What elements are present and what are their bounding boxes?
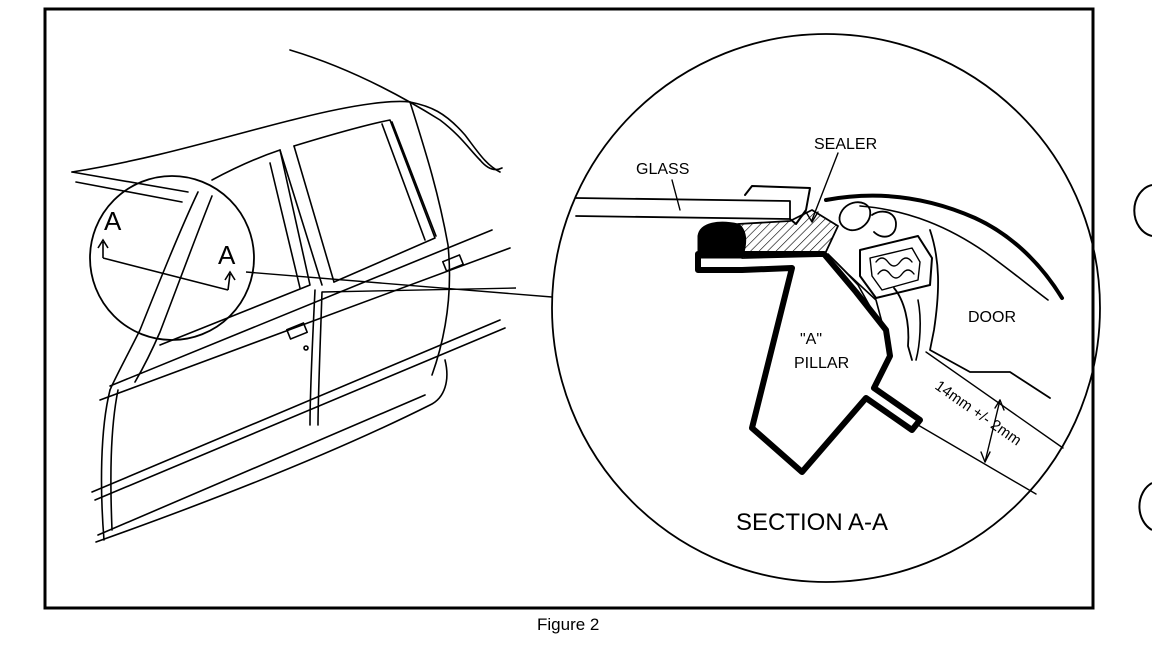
door-flange	[915, 299, 921, 361]
weatherstrip-body	[859, 235, 933, 299]
sealer-bead	[737, 209, 839, 259]
windshield-line-outer	[71, 171, 189, 193]
dimension-extension-lower	[917, 424, 1037, 495]
dimension-arrow-bottom	[980, 451, 991, 463]
roof-skin-inner	[859, 205, 1049, 301]
dimension-line	[984, 399, 1001, 463]
glass-leader	[671, 179, 681, 211]
dimension-arrow-top	[994, 399, 1005, 411]
dimension-extension-upper	[925, 351, 1064, 449]
rear-door-handle	[441, 254, 465, 272]
section-title: SECTION A-A	[736, 509, 888, 536]
roof-skin-outer	[824, 193, 1064, 300]
door-label: DOOR	[968, 309, 1016, 326]
side-mirror	[479, 159, 503, 171]
section-marker-right-arrow	[224, 270, 236, 291]
belt-line-upper	[109, 229, 493, 387]
b-pillar-right	[293, 145, 335, 283]
sealer-label: SEALER	[814, 136, 877, 153]
b-pillar-left	[279, 149, 323, 286]
edge-circle-top	[1133, 184, 1152, 237]
body-side-crease-2	[94, 327, 506, 501]
figure-caption: Figure 2	[537, 615, 599, 634]
weatherstrip-bulb-2	[871, 210, 897, 238]
figure-frame	[43, 7, 1095, 610]
rear-window-inner	[381, 123, 426, 241]
car-roof-top-line	[289, 49, 481, 161]
section-marker-left: A	[97, 206, 122, 258]
weatherstrip-bulb	[838, 201, 872, 232]
pillar-label-line2: PILLAR	[794, 355, 849, 372]
leader-line-top	[245, 271, 553, 298]
glass-pane	[575, 197, 791, 220]
car-roof-line	[71, 100, 501, 173]
magnifier-circle-small	[89, 175, 255, 341]
section-marker-right: A	[218, 240, 236, 291]
section-marker-right-label: A	[218, 240, 236, 270]
rocker-line-2	[97, 394, 426, 536]
front-door-handle	[285, 322, 309, 340]
rocker-line	[95, 359, 448, 543]
front-door-lock	[303, 345, 309, 351]
car-side-view	[71, 49, 511, 543]
rear-window-inner-2	[391, 121, 437, 237]
pillar-label-line1: "A"	[800, 331, 822, 348]
section-line	[102, 257, 229, 291]
section-marker-left-label: A	[104, 206, 122, 236]
front-window-frame-inner	[269, 162, 301, 289]
front-fender-2	[110, 389, 119, 531]
magnifier-circle-large	[551, 33, 1101, 583]
door-seam-2	[317, 291, 323, 426]
door-seam	[309, 289, 316, 426]
sealer-leader	[811, 152, 839, 221]
front-fender	[100, 389, 111, 541]
weatherstrip-core	[869, 247, 921, 291]
a-pillar-outer	[109, 191, 199, 391]
door-outer-panel	[929, 229, 1051, 399]
pillar-reinforcement-2	[835, 261, 873, 311]
edge-circle-bottom	[1138, 482, 1152, 531]
a-pillar-profile	[695, 251, 923, 475]
leader-line-bottom	[321, 287, 517, 293]
glass-label: GLASS	[636, 161, 689, 178]
belt-line-lower	[99, 247, 511, 401]
sealer-leader-arrowhead	[805, 211, 819, 223]
a-pillar-inner	[134, 195, 213, 383]
section-detail	[575, 152, 1064, 495]
car-rear-contour	[409, 101, 451, 376]
body-side-crease	[91, 319, 501, 493]
door-inner-panel	[893, 287, 913, 361]
windshield-line-inner	[75, 181, 183, 203]
section-marker-left-arrow	[97, 238, 109, 258]
rear-window-frame	[293, 119, 436, 283]
weatherstrip-coil	[875, 257, 915, 279]
